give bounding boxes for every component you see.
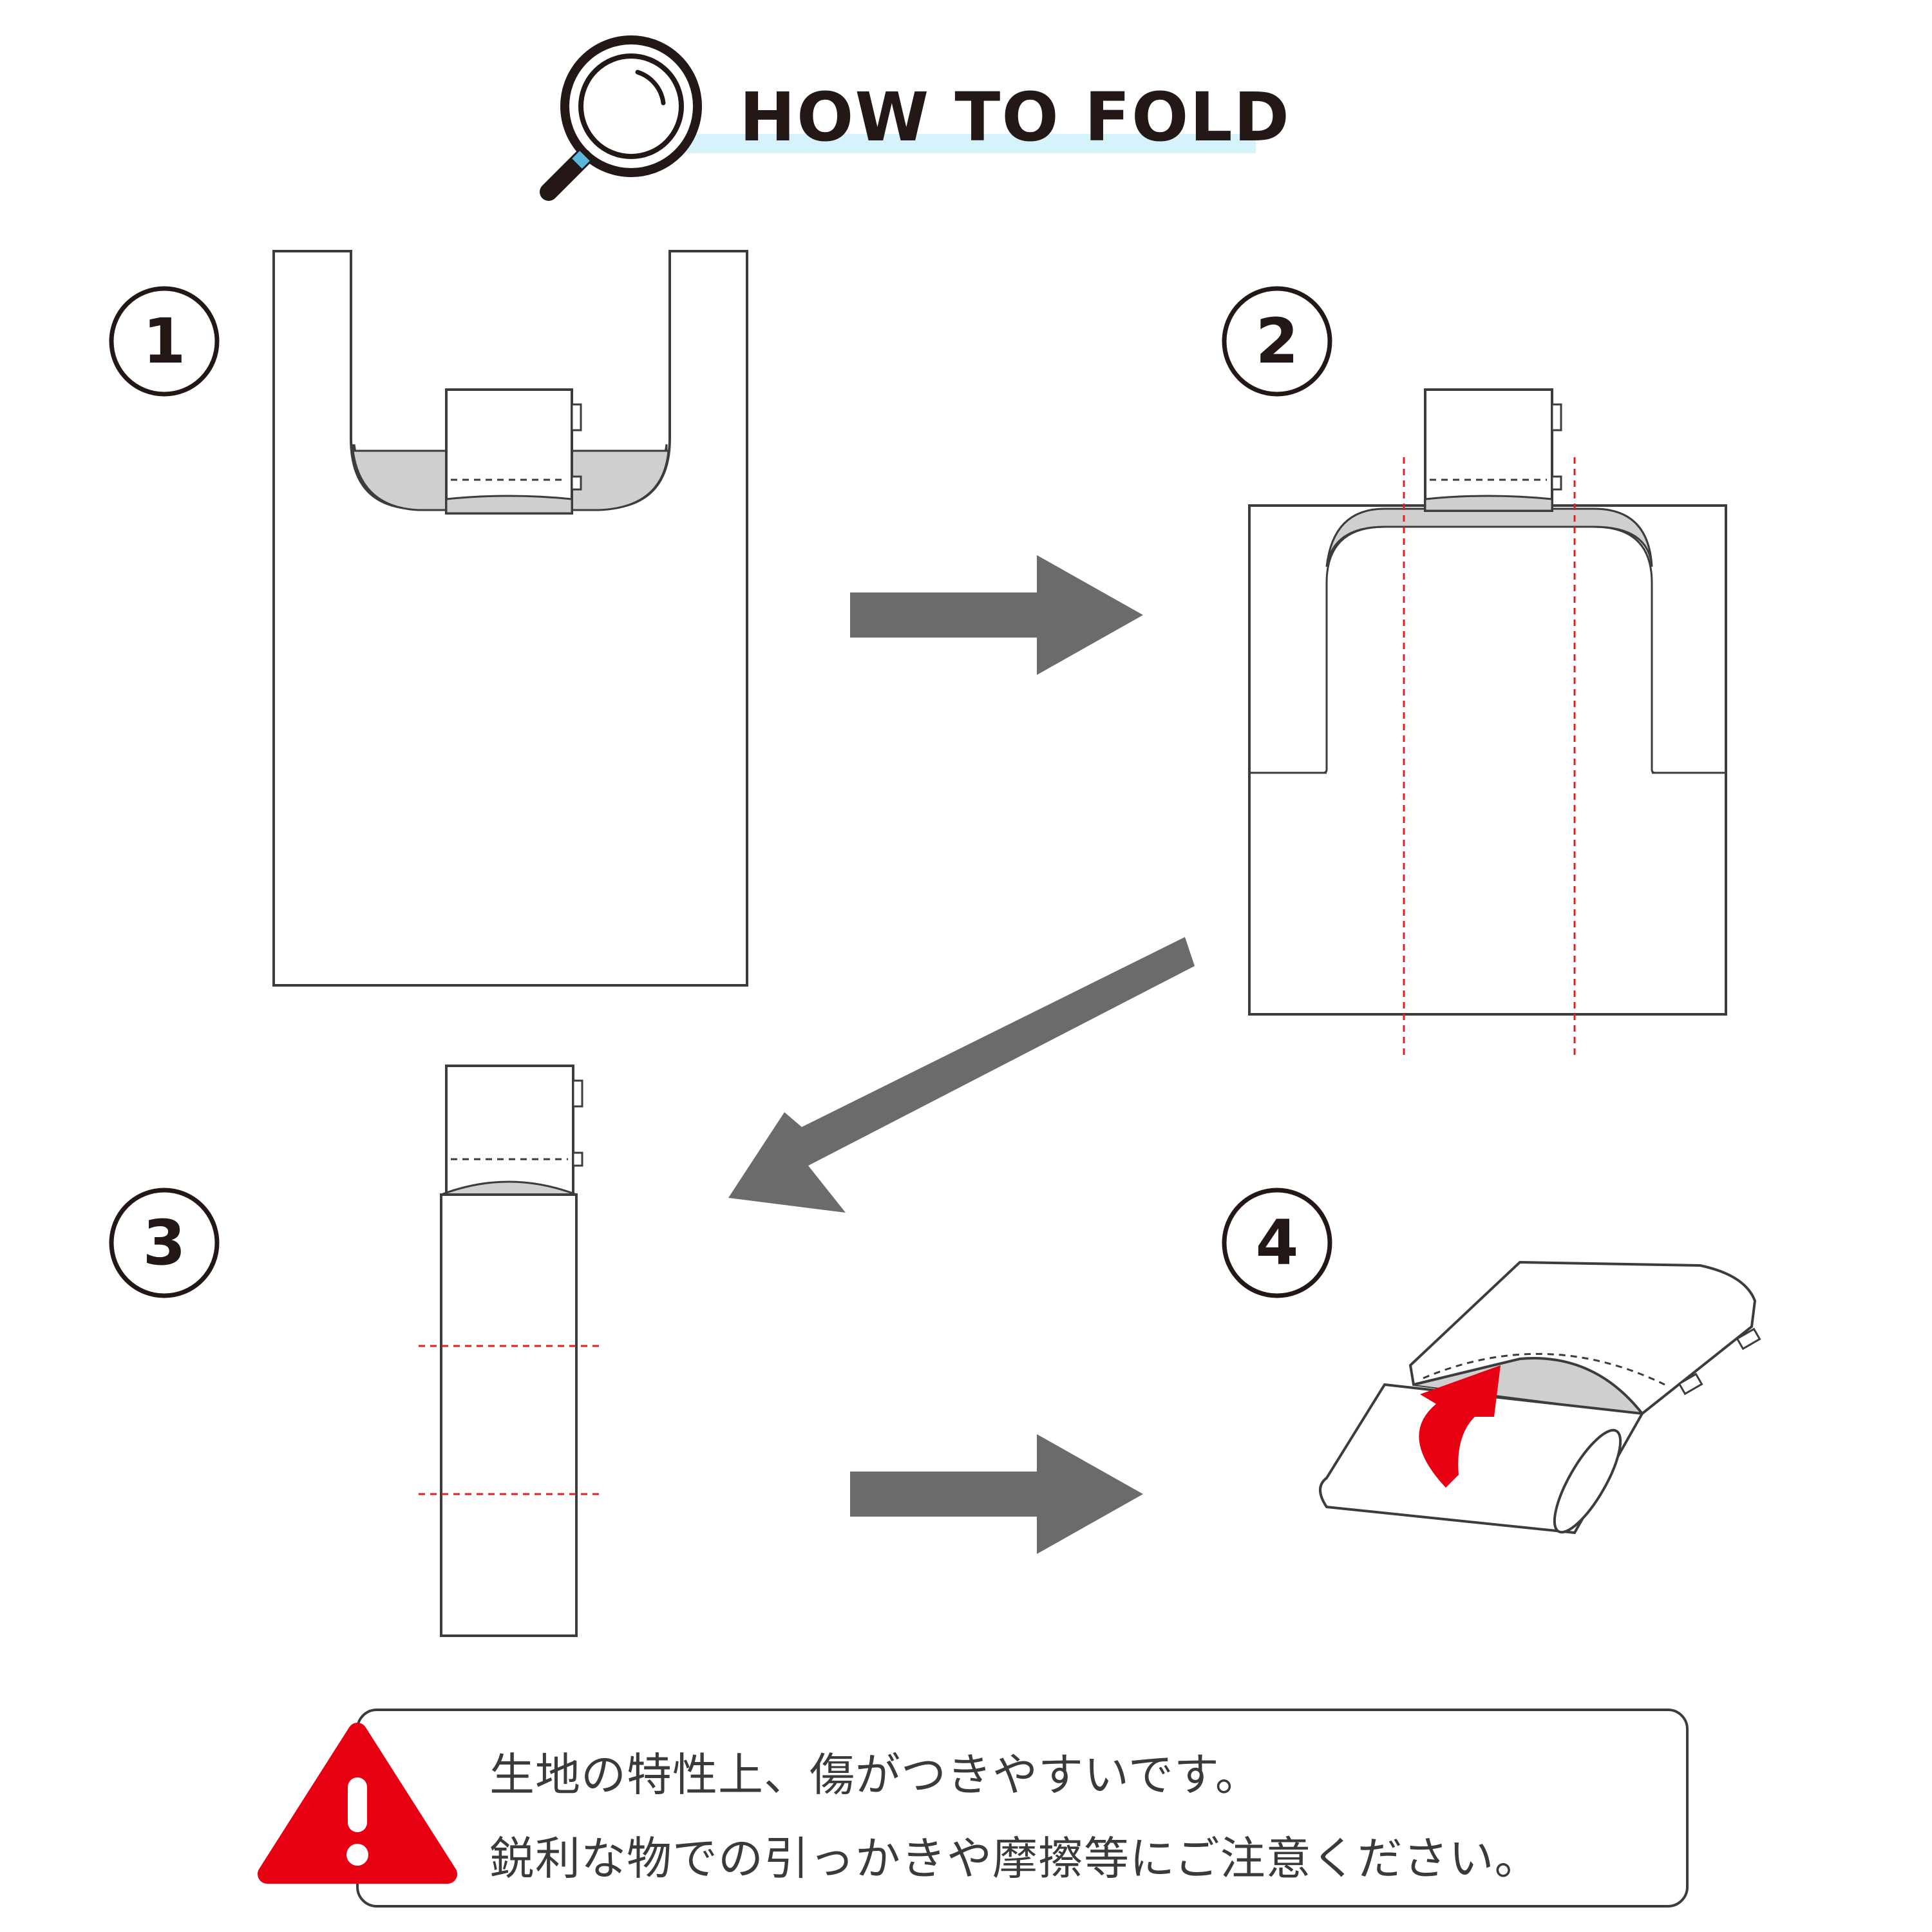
caution-text-line-2: 鋭利な物での引っかきや摩擦等にご注意ください。 [489, 1832, 1540, 1885]
step-badge-1: 1 [109, 286, 220, 397]
tab [572, 1151, 583, 1167]
step-3-strip [419, 1065, 602, 1637]
caution-text-line-1: 生地の特性上、傷がつきやすいです。 [489, 1748, 1261, 1801]
pouch [445, 1065, 574, 1196]
step-number: 2 [1256, 305, 1299, 377]
step-badge-3: 3 [109, 1188, 220, 1298]
magnifier-icon [540, 35, 702, 201]
step-number: 1 [143, 305, 186, 377]
step-4-folded [1319, 1260, 1761, 1535]
step-1-bag [272, 250, 748, 987]
step-badge-4: 4 [1222, 1188, 1332, 1298]
tab [571, 475, 582, 491]
arrow-step3-to-step4 [850, 1434, 1143, 1554]
strip-band [440, 1180, 577, 1196]
caution-box [258, 1709, 1689, 1908]
step-4-red-arrow [1419, 1365, 1501, 1488]
title-underline [670, 134, 1256, 153]
roll-end [1553, 1428, 1622, 1534]
bag-outline [272, 250, 748, 987]
header: HOW TO FOLD [540, 35, 1291, 201]
warning-triangle-icon [258, 1723, 457, 1884]
step-number: 4 [1256, 1207, 1299, 1279]
bag-outline [1248, 504, 1727, 1016]
bag-inner-band [1325, 507, 1653, 567]
step-badge-2: 2 [1222, 286, 1332, 397]
pouch [445, 388, 573, 515]
tab [1551, 475, 1562, 491]
step-2-bag [1248, 388, 1727, 1056]
page-title: HOW TO FOLD [739, 78, 1291, 156]
tab [1678, 1372, 1703, 1396]
tab [1551, 403, 1562, 431]
arrow-step2-to-step3 [728, 937, 1195, 1213]
strip-body [440, 1193, 578, 1637]
step-number: 3 [143, 1207, 186, 1279]
tab [1736, 1327, 1761, 1350]
pouch-flap [1413, 1357, 1643, 1415]
arrow-step1-to-step2 [850, 555, 1143, 675]
pouch [1424, 388, 1553, 512]
tab [571, 403, 582, 431]
tab [572, 1079, 583, 1108]
